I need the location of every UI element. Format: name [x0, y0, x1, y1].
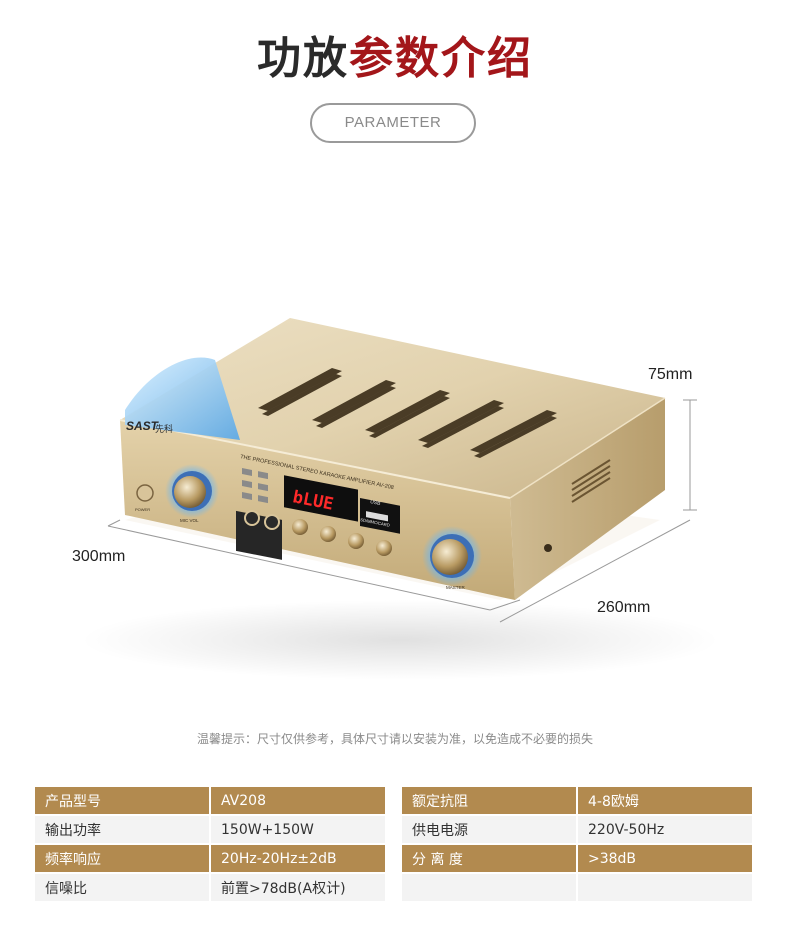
spec-row: 额定抗阻 4-8欧姆: [402, 787, 752, 816]
depth-dimension: 260mm: [597, 599, 651, 616]
size-note: 温馨提示：尺寸仅供参考，具体尺寸请以安装为准，以免造成不必要的损失: [196, 732, 593, 746]
width-dimension: 300mm: [72, 548, 126, 565]
spec-key: 供电电源: [402, 815, 578, 845]
usb-label: USB: [370, 499, 382, 507]
spec-value: 220V-50Hz: [577, 815, 752, 845]
page-title: 功放参数介绍: [0, 22, 790, 86]
spec-key: 分 离 度: [402, 844, 578, 874]
card-label: SD/MMC/CARD: [360, 517, 390, 528]
spec-value: 前置>78dB(A权计): [210, 873, 385, 903]
parameter-badge: PARAMETER: [310, 103, 476, 143]
amplifier-product-image: SAST 先科 THE PROFESSIONAL STEREO KARAOKE …: [80, 318, 720, 680]
spec-table-left: 产品型号 AV208 输出功率 150W+150W 频率响应 20Hz-20Hz…: [35, 787, 385, 903]
spec-row: 输出功率 150W+150W: [35, 815, 385, 845]
spec-value: >38dB: [577, 844, 752, 874]
spec-value: 150W+150W: [210, 815, 385, 845]
spec-table-right: 额定抗阻 4-8欧姆 供电电源 220V-50Hz 分 离 度 >38dB: [402, 787, 752, 903]
title-part-1: 功放: [257, 33, 349, 84]
spec-key: 产品型号: [35, 787, 211, 816]
spec-row: 供电电源 220V-50Hz: [402, 815, 752, 845]
power-label: POWER: [135, 507, 150, 512]
spec-key: 输出功率: [35, 815, 211, 845]
mic-vol-label: MIC VOL: [180, 518, 199, 523]
brand-logo: SAST: [126, 419, 160, 433]
brand-logo-cn: 先科: [155, 423, 173, 435]
spec-row: 信噪比 前置>78dB(A权计): [35, 873, 385, 903]
spec-key: 频率响应: [35, 844, 211, 874]
spec-value: 4-8欧姆: [577, 787, 752, 816]
height-dimension: 75mm: [648, 366, 693, 383]
spec-value: AV208: [210, 787, 385, 816]
spec-row: 产品型号 AV208: [35, 787, 385, 816]
spec-value: [577, 873, 752, 903]
spec-value: 20Hz-20Hz±2dB: [210, 844, 385, 874]
spec-row: 分 离 度 >38dB: [402, 844, 752, 874]
title-part-2: 参数介绍: [349, 33, 533, 84]
master-label: MASTER: [446, 585, 466, 590]
spec-key: [402, 873, 578, 903]
spec-key: 额定抗阻: [402, 787, 578, 816]
spec-row: 频率响应 20Hz-20Hz±2dB: [35, 844, 385, 874]
spec-key: 信噪比: [35, 873, 211, 903]
spec-row: [402, 873, 752, 903]
